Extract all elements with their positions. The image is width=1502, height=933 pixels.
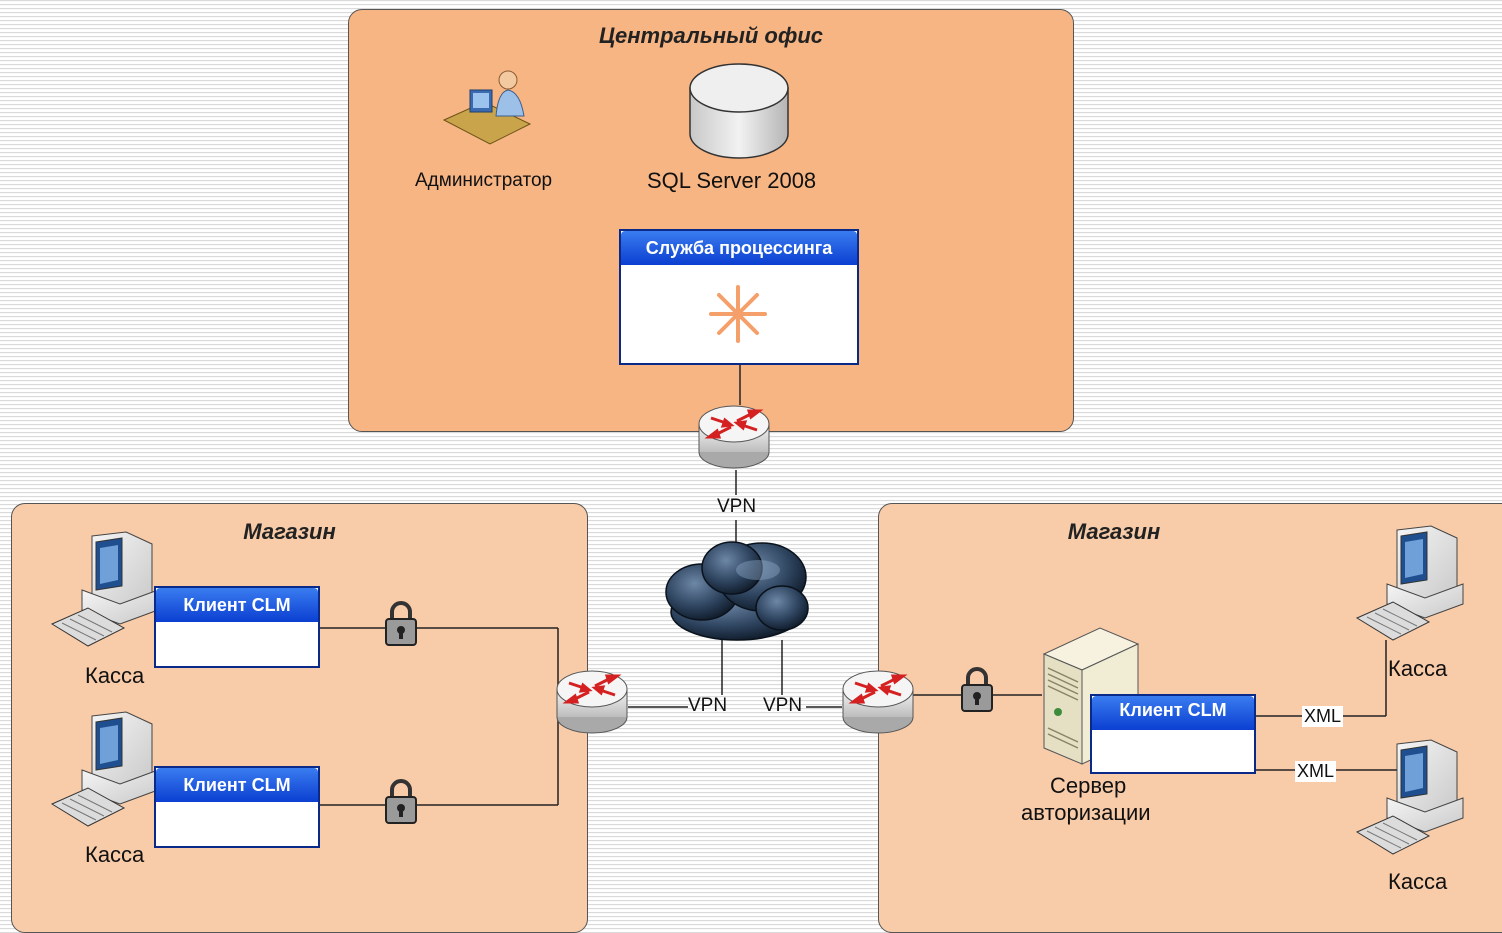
database-label: SQL Server 2008 xyxy=(647,168,817,193)
clm-client-title-server: Клиент CLM xyxy=(1092,696,1254,730)
xml-label-bottom: XML xyxy=(1295,761,1337,782)
computer-icon-right-bottom xyxy=(1356,739,1464,855)
vpn-label-left: VPN xyxy=(688,695,728,716)
vpn-label-top: VPN xyxy=(717,496,757,517)
clm-client-window-left-top: Клиент CLM xyxy=(154,586,320,668)
router-icon-central xyxy=(697,404,771,470)
clm-client-title-left-bottom: Клиент CLM xyxy=(156,768,318,802)
pos-label-left-top: Касса xyxy=(85,663,145,688)
clm-client-title-left-top: Клиент CLM xyxy=(156,588,318,622)
database-icon xyxy=(689,63,789,159)
computer-icon-left-top xyxy=(51,531,159,647)
pos-label-right-top: Касса xyxy=(1388,656,1448,681)
pos-label-left-bottom: Касса xyxy=(85,842,145,867)
computer-icon-left-bottom xyxy=(51,711,159,827)
asterisk-icon xyxy=(709,285,767,343)
router-icon-right xyxy=(841,669,915,735)
router-icon-left xyxy=(555,669,629,735)
lock-icon-left-bottom xyxy=(384,779,418,825)
server-icon xyxy=(1042,627,1140,765)
internet-cloud-icon xyxy=(665,541,809,641)
xml-label-top: XML xyxy=(1302,706,1344,727)
pos-label-right-bottom: Касса xyxy=(1388,869,1448,894)
central-office-title: Центральный офис xyxy=(598,23,824,48)
store-right-title: Магазин xyxy=(1067,519,1161,544)
processing-service-window: Служба процессинга xyxy=(619,229,859,365)
clm-client-window-server: Клиент CLM xyxy=(1090,694,1256,774)
administrator-icon xyxy=(442,70,532,145)
clm-client-window-left-bottom: Клиент CLM xyxy=(154,766,320,848)
computer-icon-right-top xyxy=(1356,525,1464,641)
vpn-label-right: VPN xyxy=(763,695,803,716)
lock-icon-left-top xyxy=(384,601,418,647)
store-left-title: Магазин xyxy=(243,519,336,544)
server-label-line1: Сервер xyxy=(1050,773,1127,798)
processing-service-title: Служба процессинга xyxy=(621,231,857,265)
administrator-label: Администратор xyxy=(415,170,553,191)
server-label-line2: авторизации xyxy=(1021,800,1151,825)
lock-icon-right xyxy=(960,667,994,713)
